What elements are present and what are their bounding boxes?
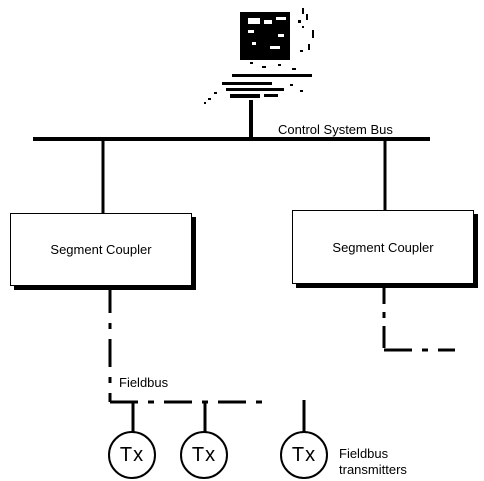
segment-coupler-left: Segment Coupler bbox=[10, 213, 192, 286]
transmitter-1: Tx bbox=[108, 431, 156, 479]
fieldbus-transmitters-label-line2: transmitters bbox=[339, 462, 407, 477]
control-system-bus-label: Control System Bus bbox=[278, 122, 393, 137]
transmitter-3: Tx bbox=[280, 431, 328, 479]
segment-coupler-right-label: Segment Coupler bbox=[332, 240, 433, 255]
segment-coupler-left-label: Segment Coupler bbox=[50, 242, 151, 257]
computer-workstation-icon bbox=[204, 8, 314, 138]
transmitter-1-label: Tx bbox=[120, 444, 144, 467]
fieldbus-transmitters-label-line1: Fieldbus bbox=[339, 446, 388, 461]
transmitter-2-label: Tx bbox=[192, 444, 216, 467]
segment-coupler-right: Segment Coupler bbox=[292, 210, 474, 284]
transmitter-2: Tx bbox=[180, 431, 228, 479]
transmitter-3-label: Tx bbox=[292, 444, 316, 467]
fieldbus-label: Fieldbus bbox=[119, 375, 168, 390]
